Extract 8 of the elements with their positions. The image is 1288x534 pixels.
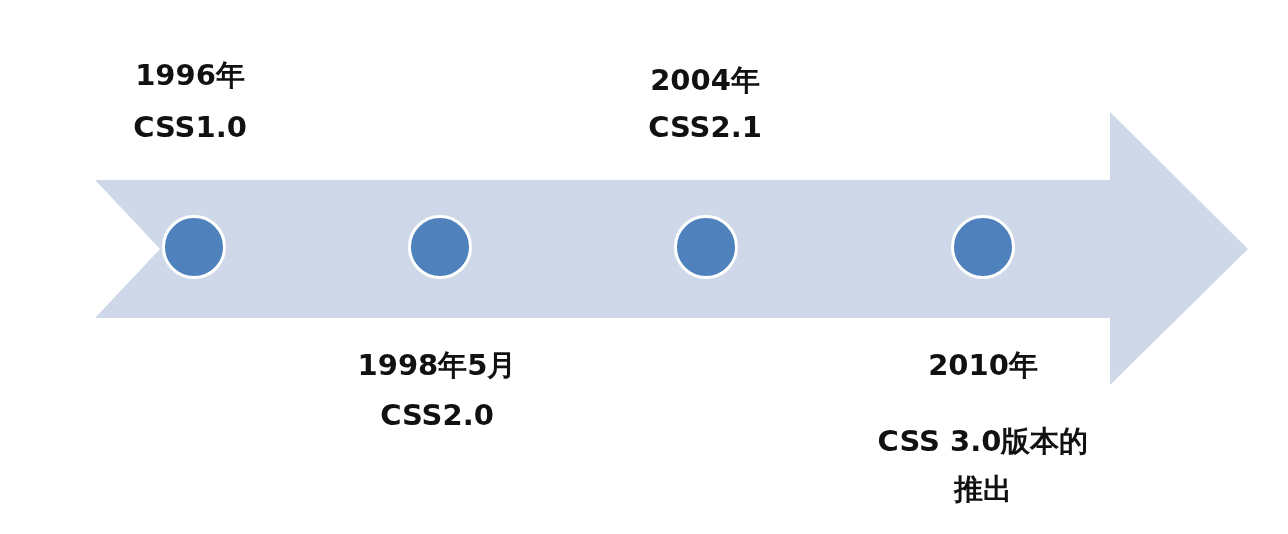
date-label: 1996年 xyxy=(134,58,246,93)
version-label: CSS2.1 xyxy=(647,110,763,145)
version-label: CSS1.0 xyxy=(132,110,248,145)
date-label: 2010年 xyxy=(927,348,1039,383)
version-label: CSS 3.0版本的推出 xyxy=(876,423,1090,508)
date-label: 1998年5月 xyxy=(356,348,518,383)
date-label: 2004年 xyxy=(649,63,761,98)
version-label: CSS2.0 xyxy=(379,398,495,433)
